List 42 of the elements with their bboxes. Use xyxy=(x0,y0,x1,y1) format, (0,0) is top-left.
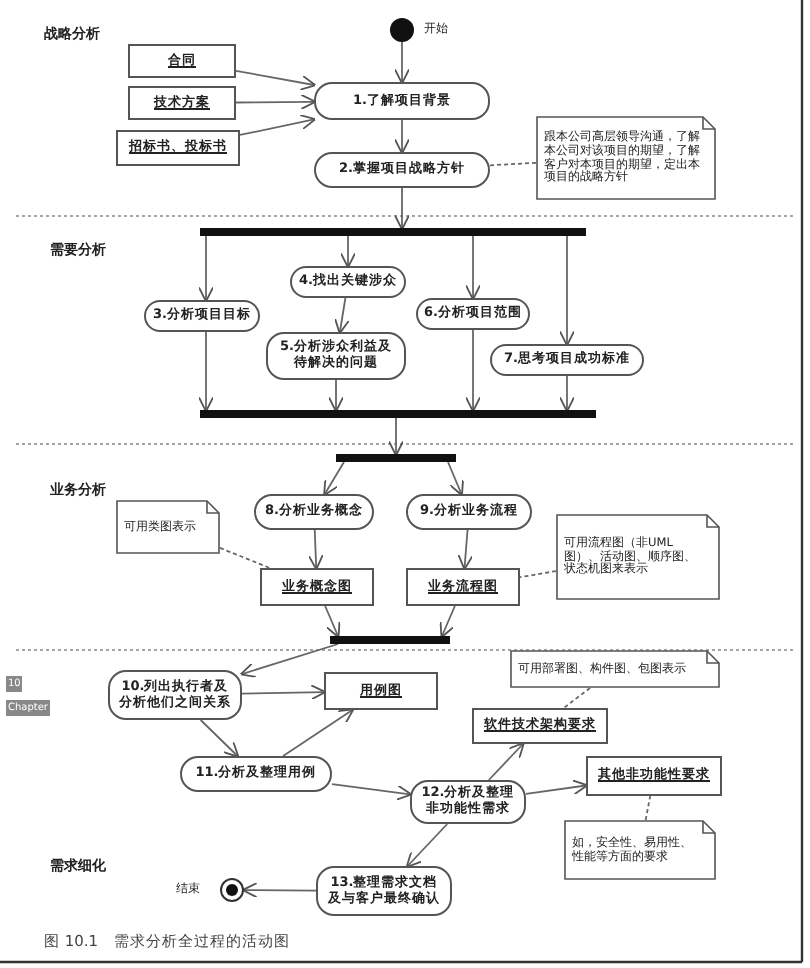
sync-bar xyxy=(330,636,450,644)
arrow xyxy=(199,719,240,758)
arrow xyxy=(239,114,317,136)
arrow xyxy=(239,643,339,678)
arrow xyxy=(307,529,324,571)
start-dot xyxy=(390,18,414,42)
arrow xyxy=(439,605,456,639)
arrow xyxy=(405,823,449,868)
arrow xyxy=(282,708,355,757)
arrow xyxy=(241,882,317,899)
arrow xyxy=(331,783,413,801)
arrow xyxy=(559,235,575,347)
sync-bar xyxy=(200,410,596,418)
note-link xyxy=(489,161,537,167)
arrow xyxy=(198,331,214,413)
arrow xyxy=(559,375,575,413)
sync-bar xyxy=(200,228,586,236)
arrow xyxy=(198,235,214,303)
sync-bar xyxy=(336,454,456,462)
note-link xyxy=(562,687,591,709)
arrow xyxy=(235,69,317,91)
note-link xyxy=(219,547,271,569)
arrow xyxy=(235,94,317,110)
arrow xyxy=(447,461,464,497)
arrow xyxy=(388,417,404,457)
arrow xyxy=(465,329,481,413)
note-link xyxy=(644,795,652,821)
arrow xyxy=(465,235,481,301)
arrow xyxy=(394,41,410,85)
arrow xyxy=(525,779,589,796)
arrow xyxy=(323,461,345,497)
arrow xyxy=(394,119,410,155)
arrow xyxy=(241,684,327,701)
arrow xyxy=(324,605,341,639)
arrow xyxy=(340,235,356,269)
arrow xyxy=(394,187,410,231)
arrow xyxy=(328,379,344,413)
arrow xyxy=(457,529,474,571)
note-link xyxy=(519,570,557,579)
arrow xyxy=(334,297,350,335)
arrow xyxy=(487,742,525,781)
end-dot xyxy=(220,878,244,902)
